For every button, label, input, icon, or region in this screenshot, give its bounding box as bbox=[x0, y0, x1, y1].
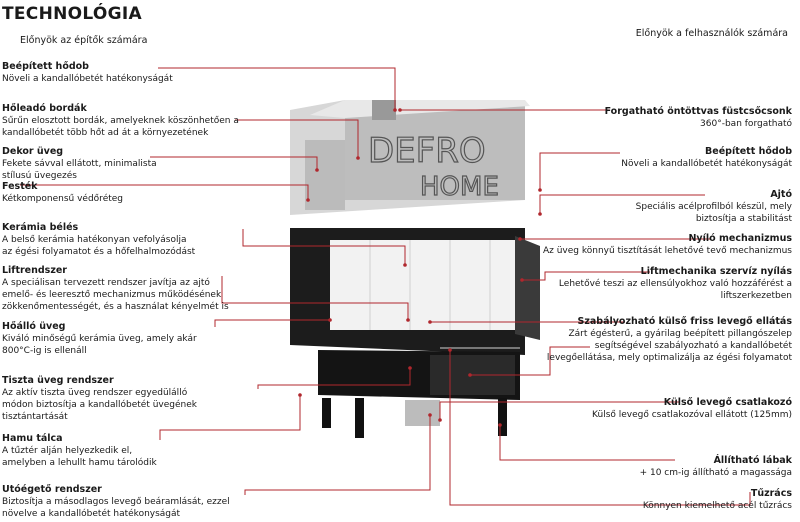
feature-line: Zárt égésterű, a gyárilag beépített pill… bbox=[568, 329, 793, 339]
feature-line: zökkenőmentességét, és a használat kénye… bbox=[2, 302, 229, 312]
feature-title: Hőálló üveg bbox=[2, 321, 66, 332]
feature-line: növelve a kandallóbetét hatékonyságát bbox=[2, 509, 181, 519]
feature-line: amelyben a lehullt hamu tárolódik bbox=[2, 458, 157, 468]
feature-left-decor-glass: Dekor üveg Fekete sávval ellátott, minim… bbox=[2, 145, 157, 182]
feature-line: Fekete sávval ellátott, minimalista bbox=[2, 159, 157, 169]
feature-line: A tűztér alján helyezkedik el, bbox=[2, 446, 133, 456]
feature-right-air-supply: Szabályozható külső friss levegő ellátás… bbox=[547, 315, 792, 364]
leg-2 bbox=[355, 398, 364, 438]
feature-right-heat-drum: Beépített hődob Növeli a kandallóbetét h… bbox=[621, 145, 792, 170]
leg-3 bbox=[498, 398, 507, 436]
feature-left-heat-drum: Beépített hődob Növeli a kandallóbetét h… bbox=[2, 60, 173, 85]
feature-title: Hamu tálca bbox=[2, 433, 63, 444]
feature-line: Sűrűn elosztott bordák, amelyeknek köszö… bbox=[2, 116, 239, 126]
feature-title: Utóégető rendszer bbox=[2, 484, 102, 495]
feature-right-service: Liftmechanika szervíz nyílás Lehetővé te… bbox=[559, 265, 792, 302]
feature-line: Az üveg könnyű tisztítását lehetővé tevő… bbox=[542, 246, 792, 256]
feature-title: Beépített hődob bbox=[2, 61, 89, 72]
feature-line: Biztosítja a másodlagos levegő beáramlás… bbox=[2, 497, 230, 507]
feature-title: Ajtó bbox=[770, 189, 792, 200]
feature-right-grate: Tűzrács Könnyen kiemelhető acél tűzrács bbox=[643, 487, 792, 512]
feature-line: kandallóbetét több hőt ad át a környezet… bbox=[2, 128, 209, 138]
feature-left-paint: Festék Kétkomponensű védőréteg bbox=[2, 180, 123, 205]
feature-left-clean-glass: Tiszta üveg rendszer Az aktív tiszta üve… bbox=[2, 374, 197, 423]
feature-line: Az aktív tiszta üveg rendszer egyedüláll… bbox=[2, 388, 188, 398]
feature-line: levegőellátása, mely optimalizálja az ég… bbox=[546, 353, 792, 363]
feature-line: 800°C-ig is ellenáll bbox=[2, 346, 87, 356]
right-subtitle: Előnyök a felhasználók számára bbox=[635, 28, 788, 39]
feature-title: Tűzrács bbox=[750, 488, 792, 499]
feature-title: Külső levegő csatlakozó bbox=[663, 397, 792, 408]
flue-collar bbox=[372, 100, 396, 120]
feature-line: + 10 cm-ig állítható a magasságа bbox=[639, 468, 792, 478]
feature-right-opening: Nyíló mechanizmus Az üveg könnyű tisztít… bbox=[543, 232, 792, 257]
feature-line: segítségével szabályozható a kandallóbet… bbox=[594, 341, 792, 351]
feature-line: 360°-ban forgatható bbox=[700, 119, 792, 129]
feature-title: Tiszta üveg rendszer bbox=[2, 375, 114, 386]
page-title: TECHNOLÓGIA bbox=[2, 4, 143, 24]
external-air-connector bbox=[405, 400, 440, 426]
feature-title: Liftmechanika szervíz nyílás bbox=[640, 266, 792, 277]
feature-line: módon biztosítja a kandallóbetét üvegéne… bbox=[2, 400, 197, 410]
feature-line: Növeli a kandallóbetét hatékonyságát bbox=[621, 159, 792, 169]
feature-left-fins: Hőleadó bordák Sűrűn elosztott bordák, a… bbox=[2, 102, 239, 139]
feature-line: liftszerkezetben bbox=[720, 291, 792, 301]
feature-title: Nyíló mechanizmus bbox=[688, 233, 792, 244]
feature-line: A speciálisan tervezett rendszer javítja… bbox=[2, 278, 210, 288]
feature-left-ash-tray: Hamu tálca A tűztér alján helyezkedik el… bbox=[2, 432, 157, 469]
feature-title: Liftrendszer bbox=[2, 265, 67, 276]
feature-line: A belső kerámia hatékonyan vefolyásolja bbox=[2, 235, 187, 245]
feature-right-air-connector: Külső levegő csatlakozó Külső levegő csa… bbox=[592, 396, 792, 421]
feature-line: Kiváló minőségű kerámia üveg, amely akár bbox=[2, 334, 197, 344]
feature-title: Kerámia bélés bbox=[2, 222, 79, 233]
feature-line: tisztántartását bbox=[2, 412, 68, 422]
feature-left-lift: Liftrendszer A speciálisan tervezett ren… bbox=[2, 264, 229, 313]
feature-title: Állítható lábak bbox=[713, 455, 792, 466]
feature-title: Festék bbox=[2, 181, 38, 192]
feature-line: Kétkomponensű védőréteg bbox=[2, 194, 124, 204]
feature-left-afterburn: Utóégető rendszer Biztosítja a másodlago… bbox=[2, 483, 230, 520]
feature-line: Lehetővé teszi az ellensúlyokhoz való ho… bbox=[558, 279, 792, 289]
ceramic-lining bbox=[330, 240, 515, 330]
feature-line: emelő- és leeresztő mechanizmus működésé… bbox=[2, 290, 222, 300]
heat-drum-top bbox=[310, 100, 530, 118]
heat-fins bbox=[305, 140, 345, 210]
feature-line: az égési folyamatot és a hőfelhalmozódás… bbox=[2, 247, 196, 257]
side-glass bbox=[515, 236, 540, 340]
feature-title: Forgatható öntöttvas füstcsőcsonk bbox=[604, 106, 792, 117]
feature-right-flue: Forgatható öntöttvas füstcsőcsonk 360°-b… bbox=[605, 105, 792, 130]
feature-line: stílusú üvegezés bbox=[2, 171, 77, 181]
feature-right-door: Ajtó Speciális acélprofilból készül, mel… bbox=[636, 188, 792, 225]
feature-title: Dekor üveg bbox=[2, 146, 64, 157]
feature-line: Növeli a kandallóbetét hatékonyságát bbox=[2, 74, 173, 84]
logo-line2: HOME bbox=[420, 172, 499, 202]
feature-title: Szabályozható külső friss levegő ellátás bbox=[577, 316, 792, 327]
feature-title: Beépített hődob bbox=[705, 146, 792, 157]
feature-line: Könnyen kiemelhető acél tűzrács bbox=[642, 501, 792, 511]
feature-line: biztosítja a stabilitást bbox=[695, 214, 792, 224]
left-subtitle: Előnyök az építők számára bbox=[20, 35, 148, 46]
feature-line: Külső levegő csatlakozóval ellátott (125… bbox=[592, 410, 792, 420]
feature-title: Hőleadó bordák bbox=[2, 103, 87, 114]
leg-1 bbox=[322, 398, 331, 428]
feature-left-heat-glass: Hőálló üveg Kiváló minőségű kerámia üveg… bbox=[2, 320, 197, 357]
feature-left-ceramic: Kerámia bélés A belső kerámia hatékonyan… bbox=[2, 221, 195, 258]
logo-line1: DEFRO bbox=[368, 131, 486, 171]
feature-line: Speciális acélprofilból készül, mely bbox=[635, 202, 792, 212]
feature-right-legs: Állítható lábak + 10 cm-ig állítható a m… bbox=[640, 454, 792, 479]
